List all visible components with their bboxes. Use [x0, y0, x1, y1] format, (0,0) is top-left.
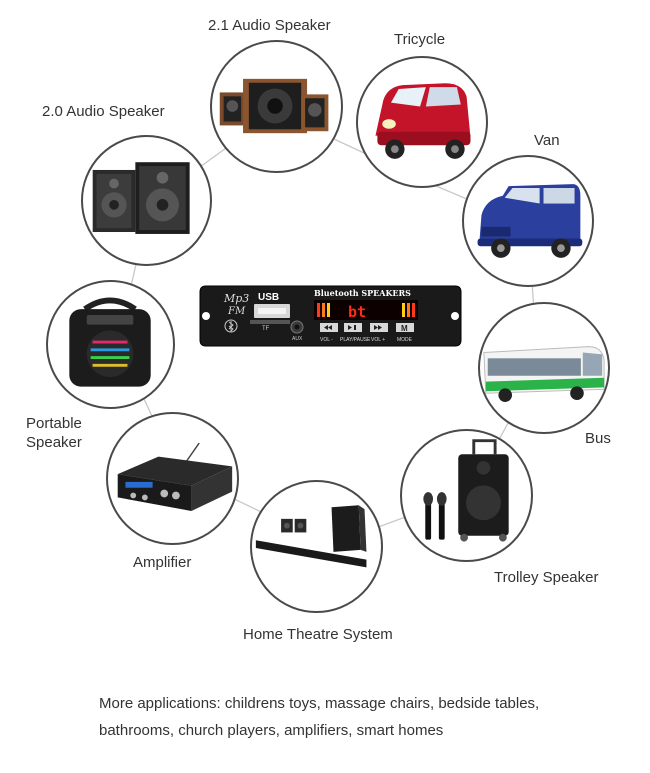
- led-display: [314, 300, 418, 320]
- mode-button[interactable]: M: [396, 323, 414, 333]
- label-bus: Bus: [585, 430, 611, 447]
- label-amplifier: Amplifier: [133, 554, 192, 571]
- usb-label: USB: [258, 292, 279, 303]
- footer-line-1: More applications: childrens toys, massa…: [99, 695, 540, 712]
- vol-minus-label: VOL -: [320, 337, 333, 343]
- circle-tricycle: [356, 56, 488, 188]
- circle-audio-21: [210, 40, 343, 173]
- tricycle-image: [375, 83, 471, 159]
- speaker-21-image: [219, 78, 329, 134]
- bluetooth-icon: [224, 319, 238, 333]
- bluetooth-mp3-module: Mp3 FM USB TF AUX Bluetooth SPEAKERS bt: [199, 285, 462, 347]
- label-van: Van: [534, 132, 560, 149]
- tf-label: TF: [262, 326, 270, 332]
- level-bars-left: [317, 303, 330, 317]
- module-header: Bluetooth SPEAKERS: [314, 288, 411, 298]
- label-audio-20: 2.0 Audio Speaker: [42, 103, 165, 120]
- mode-label: MODE: [397, 337, 413, 343]
- prev-button[interactable]: [320, 323, 338, 332]
- vol-plus-label: VOL +: [371, 337, 385, 343]
- portable-speaker-image: [69, 297, 151, 387]
- logo-fm: FM: [227, 306, 246, 317]
- display-text: bt: [348, 303, 366, 321]
- circle-trolley-speaker: [400, 429, 533, 562]
- circle-home-theatre: [250, 480, 383, 613]
- logo-mp3: Mp3: [223, 292, 249, 305]
- label-tricycle: Tricycle: [394, 31, 446, 48]
- footer-line-2: bathrooms, church players, amplifiers, s…: [99, 722, 444, 739]
- level-bars-right: [402, 303, 415, 317]
- circle-audio-20: [81, 135, 212, 266]
- label-portable-1: Portable: [26, 415, 82, 432]
- bus-image: [483, 346, 605, 402]
- tf-slot: [250, 320, 290, 324]
- label-home-theatre: Home Theatre System: [243, 626, 393, 643]
- home-theatre-image: [255, 505, 367, 568]
- label-audio-21: 2.1 Audio Speaker: [208, 17, 331, 34]
- amplifier-image: [117, 442, 233, 511]
- van-image: [477, 184, 583, 258]
- label-portable-2: Speaker: [26, 434, 82, 451]
- aux-label: AUX: [292, 336, 303, 342]
- circle-van: [462, 155, 594, 287]
- play-pause-label: PLAY/PAUSE: [340, 337, 371, 343]
- play-pause-button[interactable]: [344, 323, 362, 332]
- trolley-speaker-image: [423, 439, 509, 542]
- more-applications-text: More applications: childrens toys, massa…: [99, 690, 619, 744]
- speaker-20-image: [92, 162, 190, 234]
- circle-portable-speaker: [46, 280, 175, 409]
- next-button[interactable]: [370, 323, 388, 332]
- label-trolley-speaker: Trolley Speaker: [494, 569, 599, 586]
- circle-bus: [478, 302, 610, 434]
- svg-text:M: M: [401, 324, 408, 333]
- circle-amplifier: [106, 412, 239, 545]
